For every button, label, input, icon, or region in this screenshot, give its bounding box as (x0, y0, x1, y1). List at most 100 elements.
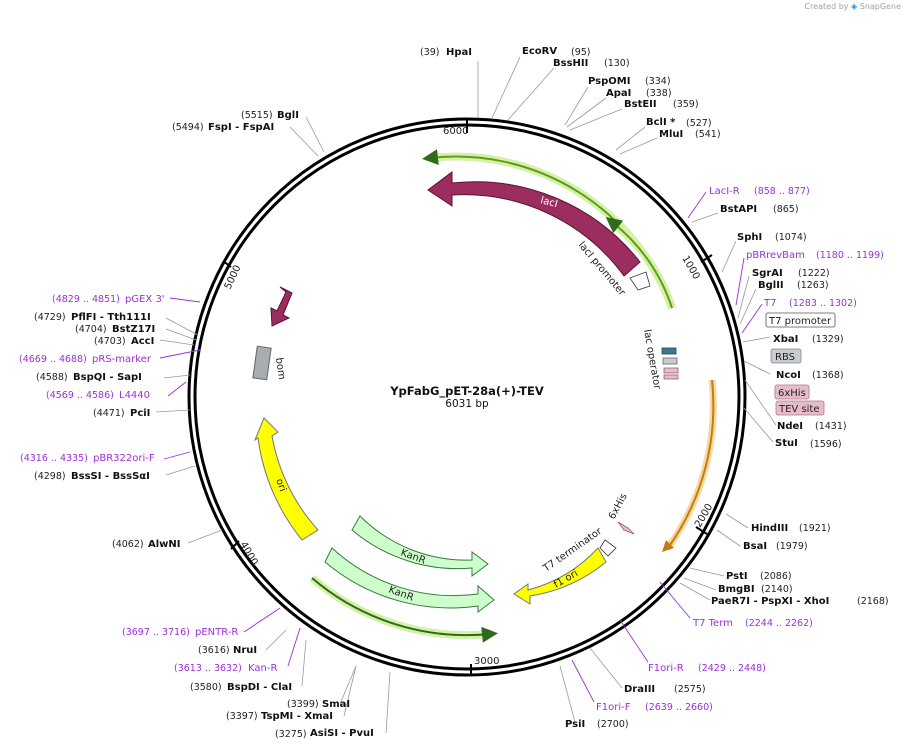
feature-f1-ori (513, 547, 607, 605)
site-name-BssHII: BssHII (553, 58, 588, 69)
feature-label-ori: ori (273, 477, 288, 493)
site-SphI: SphI (1074) (737, 232, 807, 243)
primer-Kan-R: (3613 .. 3632) Kan-R (174, 663, 277, 674)
site-PsiI: PsiI (2700) (565, 719, 629, 730)
site-name-BspQI-SapI: BspQI - SapI (73, 372, 142, 383)
site-BsaI: BsaI (1979) (743, 541, 808, 552)
site-pos-TspMI-XmaI: (3397) (226, 711, 258, 722)
site-pos-AlwNI: (4062) (112, 539, 144, 550)
primer-name-pENTR-R: pENTR-R (195, 627, 238, 638)
site-name-PflFI-Tth111I: PflFI - Tth111I (71, 312, 151, 323)
feature-rop (270, 286, 293, 327)
feature-label-bom: bom (273, 357, 287, 381)
brand-name: SnapGene (859, 2, 901, 11)
site-pos-BspQI-SapI: (4588) (36, 372, 68, 383)
feature-t7-terminator (599, 539, 617, 557)
site-name-PspOMI: PspOMI (588, 76, 630, 87)
boxed-feature-t7-promoter: T7 promoter (765, 312, 836, 328)
site-name-BsaI: BsaI (743, 541, 767, 552)
primer-name-F1ori-F: F1ori-F (596, 702, 631, 713)
snapgene-brand: Created by ◈ SnapGene (804, 2, 901, 11)
site-pos-DraIII: (2575) (674, 684, 706, 695)
site-PciI: (4471) PciI (93, 408, 150, 419)
site-EcoRV: EcoRV (95) (522, 46, 591, 58)
site-pos-NdeI: (1431) (815, 421, 847, 432)
feature-kanr-2 (324, 547, 495, 613)
site-pos-BmgBI: (2140) (761, 584, 793, 595)
site-name-TspMI-XmaI: TspMI - XmaI (261, 711, 333, 722)
primer-T7: T7 (1283 .. 1302) (763, 298, 857, 309)
site-PflFI-Tth111I: (4729) PflFI - Tth111I (34, 312, 151, 323)
site-NruI: (3616) NruI (198, 645, 257, 656)
feature-kanr-outer-arc (309, 574, 498, 643)
site-pos-MluI: (541) (695, 129, 721, 140)
primer-range-pGEX-3: (4829 .. 4851) (52, 294, 120, 305)
primer-range-LacI-R: (858 .. 877) (754, 186, 810, 197)
primer-name-T7: T7 (763, 298, 776, 309)
site-name-PstI: PstI (726, 571, 748, 582)
boxed-feature-tev-site: TEV site (775, 400, 825, 416)
site-PaeR7I-PspXI-XhoI: PaeR7I - PspXI - XhoI (2168) (711, 596, 889, 607)
site-BssSI-BssSaI: (4298) BssSI - BssSαI (34, 471, 150, 482)
tick-label-4000: 4000 (237, 540, 259, 568)
site-BstAPI: BstAPI (865) (720, 204, 799, 215)
primer-name-F1ori-R: F1ori-R (648, 663, 684, 674)
site-name-NcoI: NcoI (776, 370, 801, 381)
primer-leaders (159, 191, 763, 703)
site-name-BglII: BglII (758, 280, 784, 291)
primer-pRS-marker: (4669 .. 4688) pRS-marker (19, 354, 152, 365)
site-pos-FspI-FspAI: (5494) (172, 122, 204, 133)
primer-range-pRS-marker: (4669 .. 4688) (19, 354, 87, 365)
site-pos-SphI: (1074) (775, 232, 807, 243)
feature-kanr-1 (351, 515, 489, 577)
site-BstEII: BstEII (359) (624, 99, 699, 110)
site-name-PciI: PciI (130, 408, 150, 419)
primer-T7-Term: T7 Term (2244 .. 2262) (692, 618, 813, 629)
site-ApaI: ApaI (338) (606, 88, 672, 99)
site-BstZ17I: (4704) BstZ17I (75, 324, 155, 335)
primer-range-Kan-R: (3613 .. 3632) (174, 663, 242, 674)
site-AsiSI-PvuI: (3275) AsiSI - PvuI (275, 728, 374, 740)
site-TspMI-XmaI: (3397) TspMI - XmaI (226, 711, 333, 722)
site-name-FspI-FspAI: FspI - FspAI (208, 122, 274, 133)
site-name-BstZ17I: BstZ17I (112, 324, 155, 335)
site-name-BglI: BglI (277, 110, 299, 121)
feature-ori (253, 417, 319, 541)
site-name-NdeI: NdeI (777, 421, 803, 432)
tick-label-5000: 5000 (223, 264, 244, 292)
feature-lac-operator-group (661, 347, 679, 380)
feature-label-inner-6xhis: 6xHis (607, 492, 630, 522)
site-name-NruI: NruI (233, 645, 257, 656)
site-name-SphI: SphI (737, 232, 762, 243)
feature-label-rop: rop (270, 288, 286, 307)
site-pos-AsiSI-PvuI: (3275) (275, 729, 307, 740)
primer-F1ori-F: F1ori-F (2639 .. 2660) (596, 702, 713, 713)
backbone-ticks (222, 120, 713, 676)
site-name-EcoRV: EcoRV (522, 46, 557, 57)
site-name-BstEII: BstEII (624, 99, 657, 110)
site-name-HindIII: HindIII (751, 523, 788, 534)
site-DraIII: DraIII (2575) (624, 684, 706, 695)
site-pos-BstEII: (359) (673, 99, 699, 110)
boxed-feature-6xhis: 6xHis (774, 384, 810, 400)
site-pos-BstAPI: (865) (773, 204, 799, 215)
site-PstI: PstI (2086) (726, 571, 792, 582)
primer-name-pRS-marker: pRS-marker (92, 354, 152, 365)
primer-pENTR-R: (3697 .. 3716) pENTR-R (122, 627, 238, 638)
feature-label-kanr-1: KanR (399, 547, 427, 566)
site-AlwNI: (4062) AlwNI (112, 539, 181, 550)
tick-label-1000: 1000 (679, 254, 701, 282)
plasmid-length: 6031 bp (445, 398, 489, 410)
site-pos-StuI: (1596) (810, 439, 842, 450)
site-name-StuI: StuI (775, 438, 798, 449)
site-BspDI-ClaI: (3580) BspDI - ClaI (190, 682, 292, 693)
site-name-BssSI-BssSaI: BssSI - BssSαI (71, 471, 150, 482)
site-BssHII: BssHII (130) (553, 58, 630, 69)
primer-range-T7-Term: (2244 .. 2262) (745, 618, 813, 629)
site-HindIII: HindIII (1921) (751, 523, 831, 534)
site-NdeI: NdeI (1431) (777, 421, 847, 432)
site-BclI: BclI * (527) (646, 117, 712, 129)
site-PspOMI: PspOMI (334) (588, 76, 671, 87)
site-pos-HpaI: (39) (420, 47, 440, 58)
